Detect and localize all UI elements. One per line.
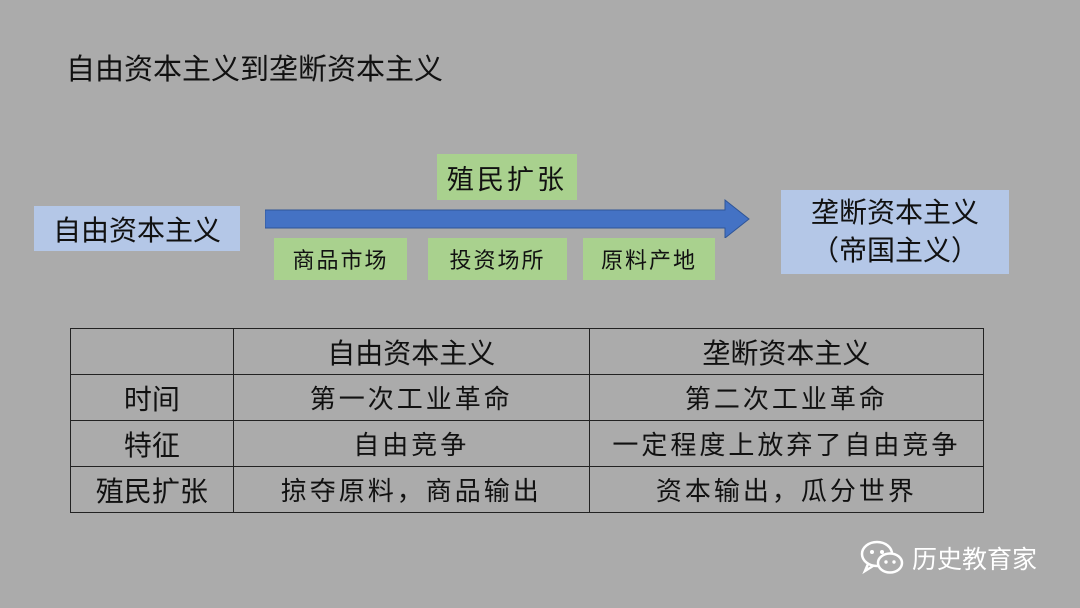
purpose-commodity-market: 商品市场	[274, 238, 407, 280]
purpose-raw-material-source: 原料产地	[583, 238, 715, 280]
cell-free-colonial: 掠夺原料，商品输出	[232, 466, 590, 513]
watermark-text: 历史教育家	[912, 545, 1038, 574]
row-label-feature: 特征	[70, 420, 234, 467]
wechat-icon	[860, 540, 904, 575]
transition-arrow	[265, 198, 750, 238]
cell-monopoly-feature: 一定程度上放弃了自由竞争	[588, 420, 985, 467]
table-row: 特征 自由竞争 一定程度上放弃了自由竞争	[70, 420, 985, 467]
cell-monopoly-time: 第二次工业革命	[588, 374, 985, 421]
row-label-colonial: 殖民扩张	[70, 466, 234, 513]
cell-monopoly-colonial: 资本输出，瓜分世界	[588, 466, 985, 513]
table-header-free: 自由资本主义	[232, 328, 590, 375]
cell-free-feature: 自由竞争	[232, 420, 590, 467]
free-capitalism-box: 自由资本主义	[34, 206, 240, 251]
imperialism-label: （帝国主义）	[810, 234, 979, 267]
cell-free-time: 第一次工业革命	[232, 374, 590, 421]
table-header-monopoly: 垄断资本主义	[588, 328, 985, 375]
watermark: 历史教育家	[860, 540, 1037, 576]
purpose-investment-place: 投资场所	[428, 238, 567, 280]
table-row: 殖民扩张 掠夺原料，商品输出 资本输出，瓜分世界	[70, 466, 985, 513]
row-label-time: 时间	[70, 374, 234, 421]
comparison-table: 自由资本主义 垄断资本主义 时间 第一次工业革命 第二次工业革命 特征 自由竞争…	[70, 328, 985, 513]
table-header-empty	[70, 328, 234, 375]
table-row: 时间 第一次工业革命 第二次工业革命	[70, 374, 985, 421]
monopoly-capitalism-box: 垄断资本主义 （帝国主义）	[781, 190, 1009, 274]
monopoly-capitalism-label: 垄断资本主义	[810, 196, 979, 229]
page-title: 自由资本主义到垄断资本主义	[66, 52, 444, 86]
colonial-expansion-label: 殖民扩张	[437, 154, 577, 200]
table-header-row: 自由资本主义 垄断资本主义	[70, 328, 985, 375]
